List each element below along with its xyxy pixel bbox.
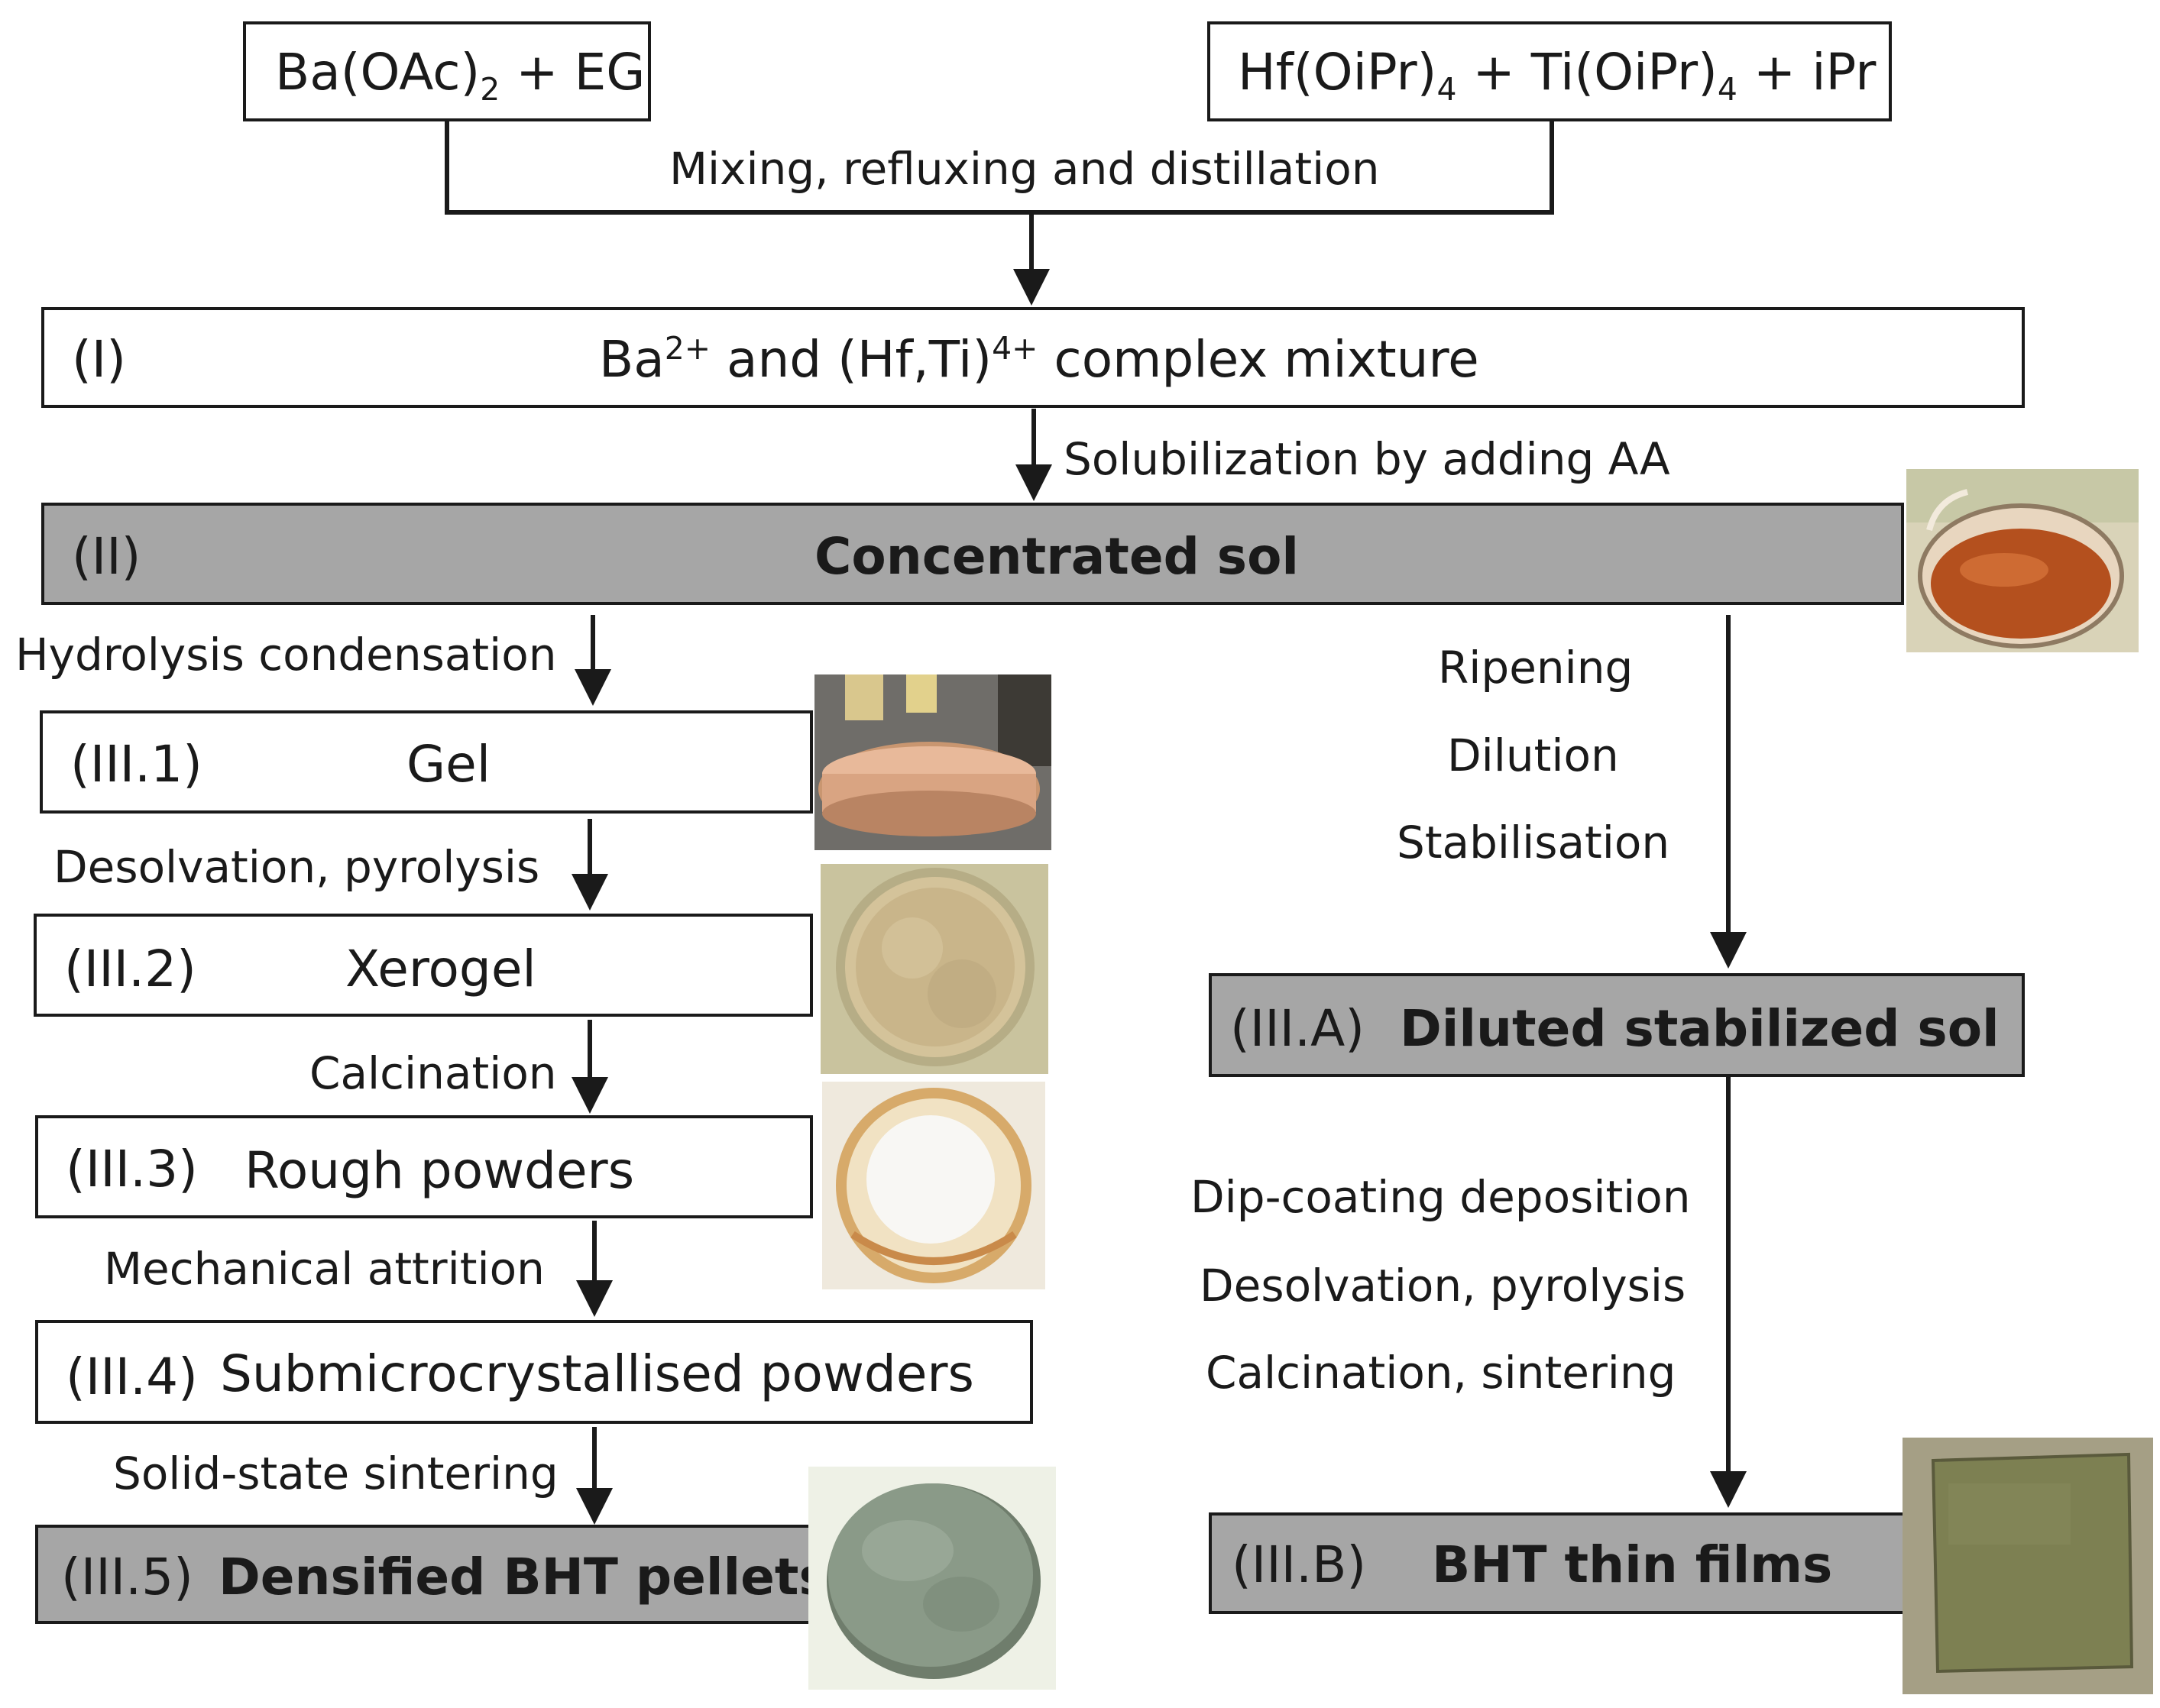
step-ripening: Ripening [1438, 642, 1634, 694]
step-calcination-sintering: Calcination, sintering [1206, 1347, 1676, 1399]
label-III2: (III.2) [64, 940, 196, 998]
beaker-of-sol-image [1906, 469, 2139, 652]
gel-dish-image [814, 674, 1051, 850]
text-ba: Ba [599, 330, 665, 389]
thin-film-photo [1903, 1438, 2153, 1694]
beaker-of-sol-photo [1906, 469, 2139, 652]
merge-bracket-line [445, 121, 1554, 215]
label-I: (I) [72, 330, 126, 389]
step-attrition: Mechanical attrition [104, 1243, 545, 1295]
text-concentrated-sol: Concentrated sol [814, 527, 1300, 586]
pellet-photo [808, 1467, 1056, 1690]
box-rough-powders: (III.3) Rough powders [35, 1115, 813, 1218]
thin-film-image [1903, 1438, 2153, 1694]
input-ipr: + iPr [1737, 43, 1877, 102]
step-desolvation-left: Desolvation, pyrolysis [53, 841, 540, 893]
text-hfti: and (Hf,Ti) [711, 330, 993, 389]
text-submicro-powders: Submicrocrystallised powders [220, 1344, 974, 1403]
input-ti-alkoxide: + Ti(OiPr) [1456, 43, 1718, 102]
text-diluted-sol: Diluted stabilized sol [1400, 999, 2000, 1058]
text-complex-suffix: complex mixture [1038, 330, 1479, 389]
box-complex-mixture: (I) Ba2+ and (Hf,Ti)4+ complex mixture [41, 307, 2025, 408]
input-hf-alkoxide: Hf(OiPr) [1238, 43, 1437, 102]
text-thin-films: BHT thin films [1432, 1535, 1833, 1594]
input-box-alkoxides: Hf(OiPr)4 + Ti(OiPr)4 + iPr [1207, 21, 1892, 121]
input-text-alkoxides: Hf(OiPr)4 + Ti(OiPr)4 + iPr [1238, 47, 1876, 105]
text-ba-charge: 2+ [664, 330, 711, 367]
label-IIIB: (III.B) [1232, 1535, 1367, 1594]
input-barium-suffix: + EG [500, 43, 646, 102]
text-rough-powders: Rough powders [244, 1141, 635, 1200]
label-IIIA: (III.A) [1230, 999, 1365, 1058]
text-complex-mixture: Ba2+ and (Hf,Ti)4+ complex mixture [599, 333, 1479, 385]
xerogel-dish-image [821, 864, 1048, 1074]
label-III4: (III.4) [66, 1347, 198, 1406]
label-III5: (III.5) [61, 1548, 193, 1606]
xerogel-dish-photo [821, 864, 1048, 1074]
label-III3: (III.3) [66, 1140, 198, 1199]
step-dip-coating: Dip-coating deposition [1190, 1171, 1691, 1223]
step-desolvation-right: Desolvation, pyrolysis [1200, 1260, 1686, 1312]
step-solubilization: Solubilization by adding AA [1064, 433, 1670, 485]
box-concentrated-sol: (II) Concentrated sol [41, 503, 1904, 605]
step-stabilisation: Stabilisation [1397, 817, 1670, 869]
rough-powder-crucible-photo [822, 1082, 1045, 1289]
step-calcination: Calcination [309, 1047, 557, 1099]
input-hf-subscript: 4 [1436, 71, 1457, 108]
step-mixing: Mixing, refluxing and distillation [669, 143, 1380, 195]
box-xerogel: (III.2) Xerogel [34, 914, 813, 1017]
box-submicro-powders: (III.4) Submicrocrystallised powders [35, 1320, 1033, 1424]
text-xerogel: Xerogel [345, 940, 536, 998]
box-pellets: (III.5) Densified BHT pellets [35, 1525, 829, 1624]
step-dilution: Dilution [1447, 729, 1619, 781]
input-box-barium: Ba(OAc)2 + EG [243, 21, 651, 121]
label-II: (II) [72, 527, 141, 586]
text-hfti-charge: 4+ [992, 330, 1038, 367]
label-III1: (III.1) [70, 735, 202, 794]
step-hydrolysis: Hydrolysis condensation [15, 629, 557, 681]
text-gel: Gel [406, 735, 491, 794]
box-gel: (III.1) Gel [40, 710, 813, 814]
box-thin-films: (III.B) BHT thin films [1209, 1512, 1906, 1614]
gel-dish-photo [814, 674, 1051, 850]
box-diluted-sol: (III.A) Diluted stabilized sol [1209, 973, 2025, 1077]
input-text-barium: Ba(OAc)2 + EG [275, 47, 645, 105]
pellet-image [808, 1467, 1056, 1690]
input-barium-prefix: Ba(OAc) [275, 43, 481, 102]
rough-powder-crucible-image [822, 1082, 1045, 1289]
step-sintering: Solid-state sintering [113, 1448, 559, 1499]
text-pellets: Densified BHT pellets [219, 1548, 829, 1606]
input-ti-subscript: 4 [1717, 71, 1737, 108]
input-barium-subscript: 2 [480, 71, 500, 108]
